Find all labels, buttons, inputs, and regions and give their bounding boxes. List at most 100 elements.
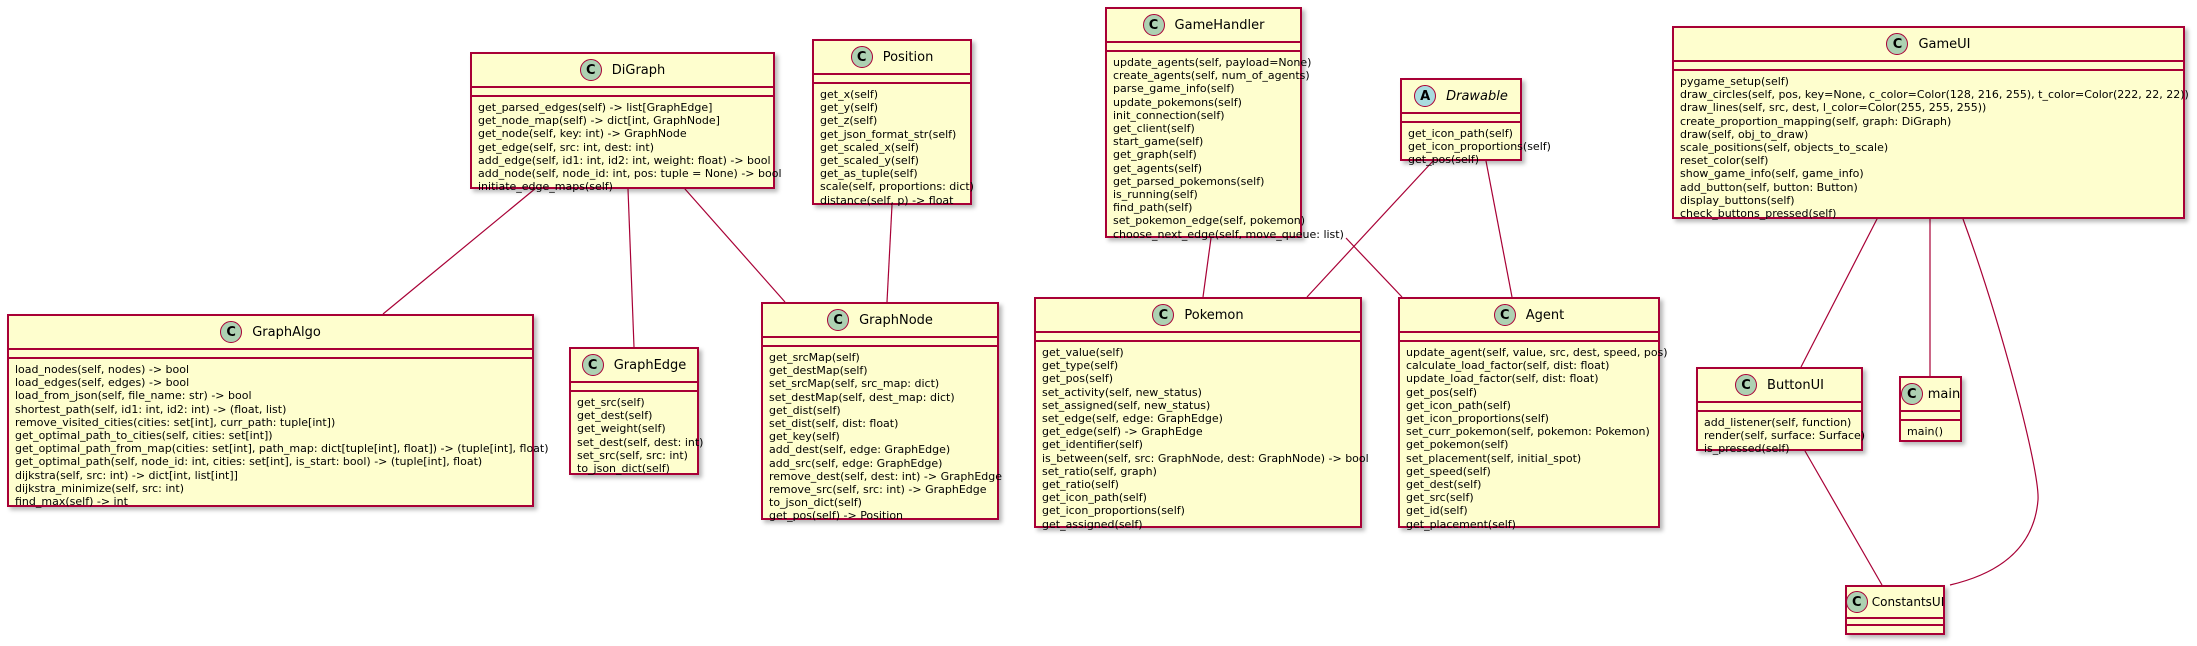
class-constantsui[interactable]: C ConstantsUI	[1845, 585, 1945, 635]
method: to_json_dict(self)	[769, 496, 862, 510]
method: set_src(self, src: int)	[577, 448, 688, 462]
edge-graphedge-digraph	[628, 189, 634, 348]
method: get_weight(self)	[577, 422, 666, 436]
method: draw_lines(self, src, dest, l_color=Colo…	[1680, 101, 1987, 115]
method: get_y(self)	[820, 101, 879, 115]
method: shortest_path(self, id1: int, id2: int) …	[15, 402, 287, 416]
class-main-fields	[1901, 412, 1960, 421]
method: find_path(self)	[1113, 201, 1193, 215]
method: get_z(self)	[820, 114, 878, 128]
method: get_node_map(self) -> dict[int, GraphNod…	[478, 114, 720, 128]
method: create_agents(self, num_of_agents)	[1113, 69, 1310, 83]
class-stereotype-icon: C	[850, 46, 873, 68]
class-agent[interactable]: C Agent update_agent(self, value, src, d…	[1398, 297, 1668, 531]
method: set_srcMap(self, src_map: dict)	[769, 377, 940, 391]
method: reset_color(self)	[1680, 154, 1769, 168]
edge-graphnode-digraph	[685, 189, 786, 303]
method: get_destMap(self)	[769, 364, 868, 378]
method: get_agents(self)	[1113, 161, 1203, 175]
method: set_activity(self, new_status)	[1042, 385, 1202, 399]
method: add_edge(self, id1: int, id2: int, weigh…	[478, 153, 771, 167]
method: get_icon_proportions(self)	[1042, 504, 1185, 518]
method: get_srcMap(self)	[769, 351, 860, 364]
class-stereotype-icon: C	[827, 309, 850, 331]
class-position[interactable]: C Position get_x(self) get_y(self) get_z…	[812, 39, 974, 207]
class-agent-name: Agent	[1525, 307, 1565, 323]
class-agent-methods: update_agent(self, value, src, dest, spe…	[1400, 342, 1668, 534]
class-gamehandler[interactable]: C GameHandler update_agents(self, payloa…	[1105, 7, 1344, 241]
class-graphedge-header: C GraphEdge	[571, 349, 697, 383]
class-stereotype-icon: C	[1900, 383, 1923, 405]
class-graphedge[interactable]: C GraphEdge get_src(self) get_dest(self)…	[569, 347, 703, 475]
method: get_pos(self)	[1406, 385, 1478, 399]
class-position-name: Position	[882, 49, 934, 65]
edge-constantsui-gameui	[1950, 219, 2039, 586]
method: get_value(self)	[1042, 346, 1124, 359]
class-drawable[interactable]: A Drawable get_icon_path(self) get_icon_…	[1400, 78, 1551, 166]
method: render(self, surface: Surface)	[1704, 429, 1866, 443]
class-constantsui-name: ConstantsUI	[1871, 595, 1945, 609]
class-drawable-fields	[1402, 114, 1520, 123]
class-gameui-header: C GameUI	[1674, 28, 2183, 62]
method: start_game(self)	[1113, 135, 1204, 149]
class-graphnode[interactable]: C GraphNode get_srcMap(self) get_destMap…	[761, 302, 1002, 522]
class-digraph[interactable]: C DiGraph get_parsed_edges(self) -> list…	[470, 52, 782, 193]
method: get_pos(self)	[1408, 153, 1480, 167]
class-drawable-methods: get_icon_path(self) get_icon_proportions…	[1402, 123, 1551, 170]
class-gameui-fields	[1674, 62, 2183, 71]
class-buttonui[interactable]: C ButtonUI add_listener(self, function) …	[1696, 367, 1866, 455]
method: set_curr_pokemon(self, pokemon: Pokemon)	[1406, 425, 1650, 439]
method: display_buttons(self)	[1680, 193, 1795, 207]
method: update_agents(self, payload=None)	[1113, 56, 1312, 69]
class-graphnode-methods: get_srcMap(self) get_destMap(self) set_s…	[763, 347, 1002, 526]
class-graphalgo-name: GraphAlgo	[252, 324, 321, 340]
method: get_ratio(self)	[1042, 478, 1119, 492]
class-stereotype-icon: C	[579, 59, 602, 81]
edge-gameui-buttonui	[1800, 219, 1877, 368]
method: update_pokemons(self)	[1113, 95, 1242, 109]
method: init_connection(self)	[1113, 108, 1225, 122]
method: choose_next_edge(self, move_queue: list)	[1113, 227, 1344, 241]
method: get_pos(self)	[1042, 372, 1114, 386]
method: get_optimal_path(self, node_id: int, cit…	[15, 455, 483, 469]
class-constantsui-fields	[1847, 619, 1943, 626]
method: get_optimal_path_to_cities(self, cities:…	[15, 429, 273, 443]
class-digraph-name: DiGraph	[611, 62, 666, 78]
method: set_dist(self, dist: float)	[769, 417, 899, 431]
method: distance(self, p) -> float	[820, 193, 954, 207]
method: get_optimal_path_from_map(cities: set[in…	[15, 442, 549, 456]
edge-gamehandler-agent	[1345, 237, 1403, 298]
method: get_icon_path(self)	[1408, 127, 1513, 140]
method: get_pokemon(self)	[1406, 438, 1509, 452]
class-pokemon[interactable]: C Pokemon get_value(self) get_type(self)…	[1034, 297, 1369, 531]
class-stereotype-icon: C	[1142, 14, 1165, 36]
class-constantsui-header: C ConstantsUI	[1845, 587, 1945, 619]
class-gameui-methods: pygame_setup(self) draw_circles(self, po…	[1674, 71, 2189, 223]
method: get_scaled_x(self)	[820, 140, 919, 154]
class-main-methods: main()	[1901, 421, 1960, 441]
class-gameui[interactable]: C GameUI pygame_setup(self) draw_circles…	[1672, 26, 2189, 220]
method: get_icon_path(self)	[1042, 491, 1147, 505]
method: get_icon_proportions(self)	[1408, 140, 1551, 154]
class-agent-header: C Agent	[1400, 299, 1658, 333]
edge-position-graphnode	[886, 205, 892, 303]
method: get_id(self)	[1406, 504, 1468, 518]
class-gamehandler-fields	[1107, 43, 1300, 52]
method: check_buttons_pressed(self)	[1680, 207, 1837, 221]
class-gamehandler-name: GameHandler	[1174, 17, 1265, 33]
class-position-header: C Position	[814, 41, 970, 75]
method: get_edge(self) -> GraphEdge	[1042, 425, 1203, 439]
method: load_nodes(self, nodes) -> bool	[15, 363, 190, 376]
class-stereotype-icon: C	[220, 321, 243, 343]
edge-pokemon-drawable	[1306, 161, 1433, 298]
class-main[interactable]: C main main()	[1899, 376, 1962, 442]
method: update_agent(self, value, src, dest, spe…	[1406, 346, 1668, 359]
method: set_assigned(self, new_status)	[1042, 398, 1211, 412]
method: remove_visited_cities(cities: set[int], …	[15, 415, 336, 429]
method: get_placement(self)	[1406, 517, 1516, 531]
method: get_parsed_pokemons(self)	[1113, 174, 1265, 188]
class-graphalgo[interactable]: C GraphAlgo load_nodes(self, nodes) -> b…	[7, 314, 549, 508]
method: dijkstra_minimize(self, src: int)	[15, 481, 184, 495]
edge-agent-drawable	[1486, 161, 1513, 298]
